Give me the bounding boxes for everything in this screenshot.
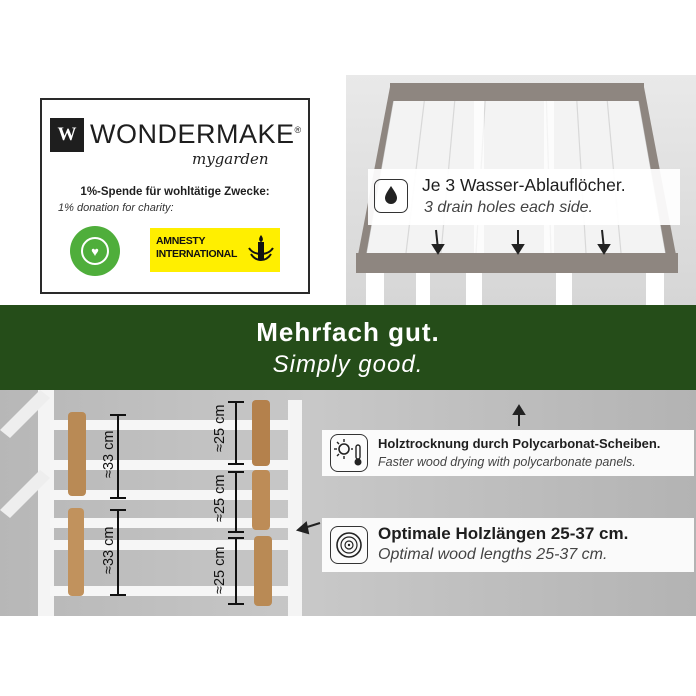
candle-icon (248, 235, 274, 261)
brand-name-text: WONDERMAKE (90, 119, 295, 149)
brand-name: WONDERMAKE® (90, 119, 302, 150)
brand-subtitle: mygarden (192, 150, 269, 168)
brand-logo-mark: W (50, 118, 84, 152)
drying-text-de: Holztrocknung durch Polycarbonat-Scheibe… (378, 436, 661, 451)
dimension-label-left-top: ≈33 cm (101, 430, 117, 478)
dimension-label-right-middle: ≈25 cm (212, 474, 228, 522)
sun-thermometer-icon (330, 434, 368, 472)
rack-illustration (0, 390, 526, 616)
amnesty-line-2: INTERNATIONAL (156, 248, 238, 260)
drain-text-en: 3 drain holes each side. (424, 199, 593, 216)
amnesty-logo: AMNESTY INTERNATIONAL (150, 228, 280, 272)
wood-log-icon (330, 526, 368, 564)
donation-text-de: 1%-Spende für wohltätige Zwecke: (80, 186, 270, 198)
slogan-banner: Mehrfach gut. Simply good. (0, 305, 696, 390)
amnesty-text: AMNESTY INTERNATIONAL (156, 235, 237, 261)
drain-text-de: Je 3 Wasser-Ablauflöcher. (422, 175, 626, 195)
slogan-de: Mehrfach gut. (256, 317, 440, 347)
amnesty-line-1: AMNESTY (156, 235, 206, 247)
roof-photo: Je 3 Wasser-Ablauflöcher. 3 drain holes … (346, 75, 696, 305)
rack-photo: ≈33 cm ≈33 cm ≈25 cm ≈25 cm ≈25 cm Holzt… (0, 390, 696, 616)
brand-panel: W WONDERMAKE® mygarden 1%-Spende für woh… (0, 0, 346, 305)
wood-length-text-en: Optimal wood lengths 25-37 cm. (378, 546, 608, 563)
drain-callout: Je 3 Wasser-Ablauflöcher. 3 drain holes … (368, 169, 680, 225)
heart-hands-icon: ♥ (81, 237, 109, 265)
wood-length-text-de: Optimale Holzlängen 25-37 cm. (378, 524, 629, 543)
dimension-label-left-bottom: ≈33 cm (101, 526, 117, 574)
donation-text-en: 1% donation for charity: (58, 202, 174, 214)
water-drop-icon (374, 179, 408, 213)
dimension-label-right-bottom: ≈25 cm (212, 546, 228, 594)
dimension-label-right-top: ≈25 cm (212, 404, 228, 452)
wood-length-callout: Optimale Holzlängen 25-37 cm. Optimal wo… (322, 518, 694, 572)
slogan-en: Simply good. (272, 351, 424, 378)
sos-kinderdorf-logo: ♥ (70, 226, 120, 276)
registered-mark: ® (294, 125, 302, 135)
bottom-margin (0, 616, 696, 696)
drying-text-en: Faster wood drying with polycarbonate pa… (378, 455, 636, 469)
drying-callout: Holztrocknung durch Polycarbonat-Scheibe… (322, 430, 694, 476)
brand-box: W WONDERMAKE® mygarden 1%-Spende für woh… (40, 98, 310, 294)
